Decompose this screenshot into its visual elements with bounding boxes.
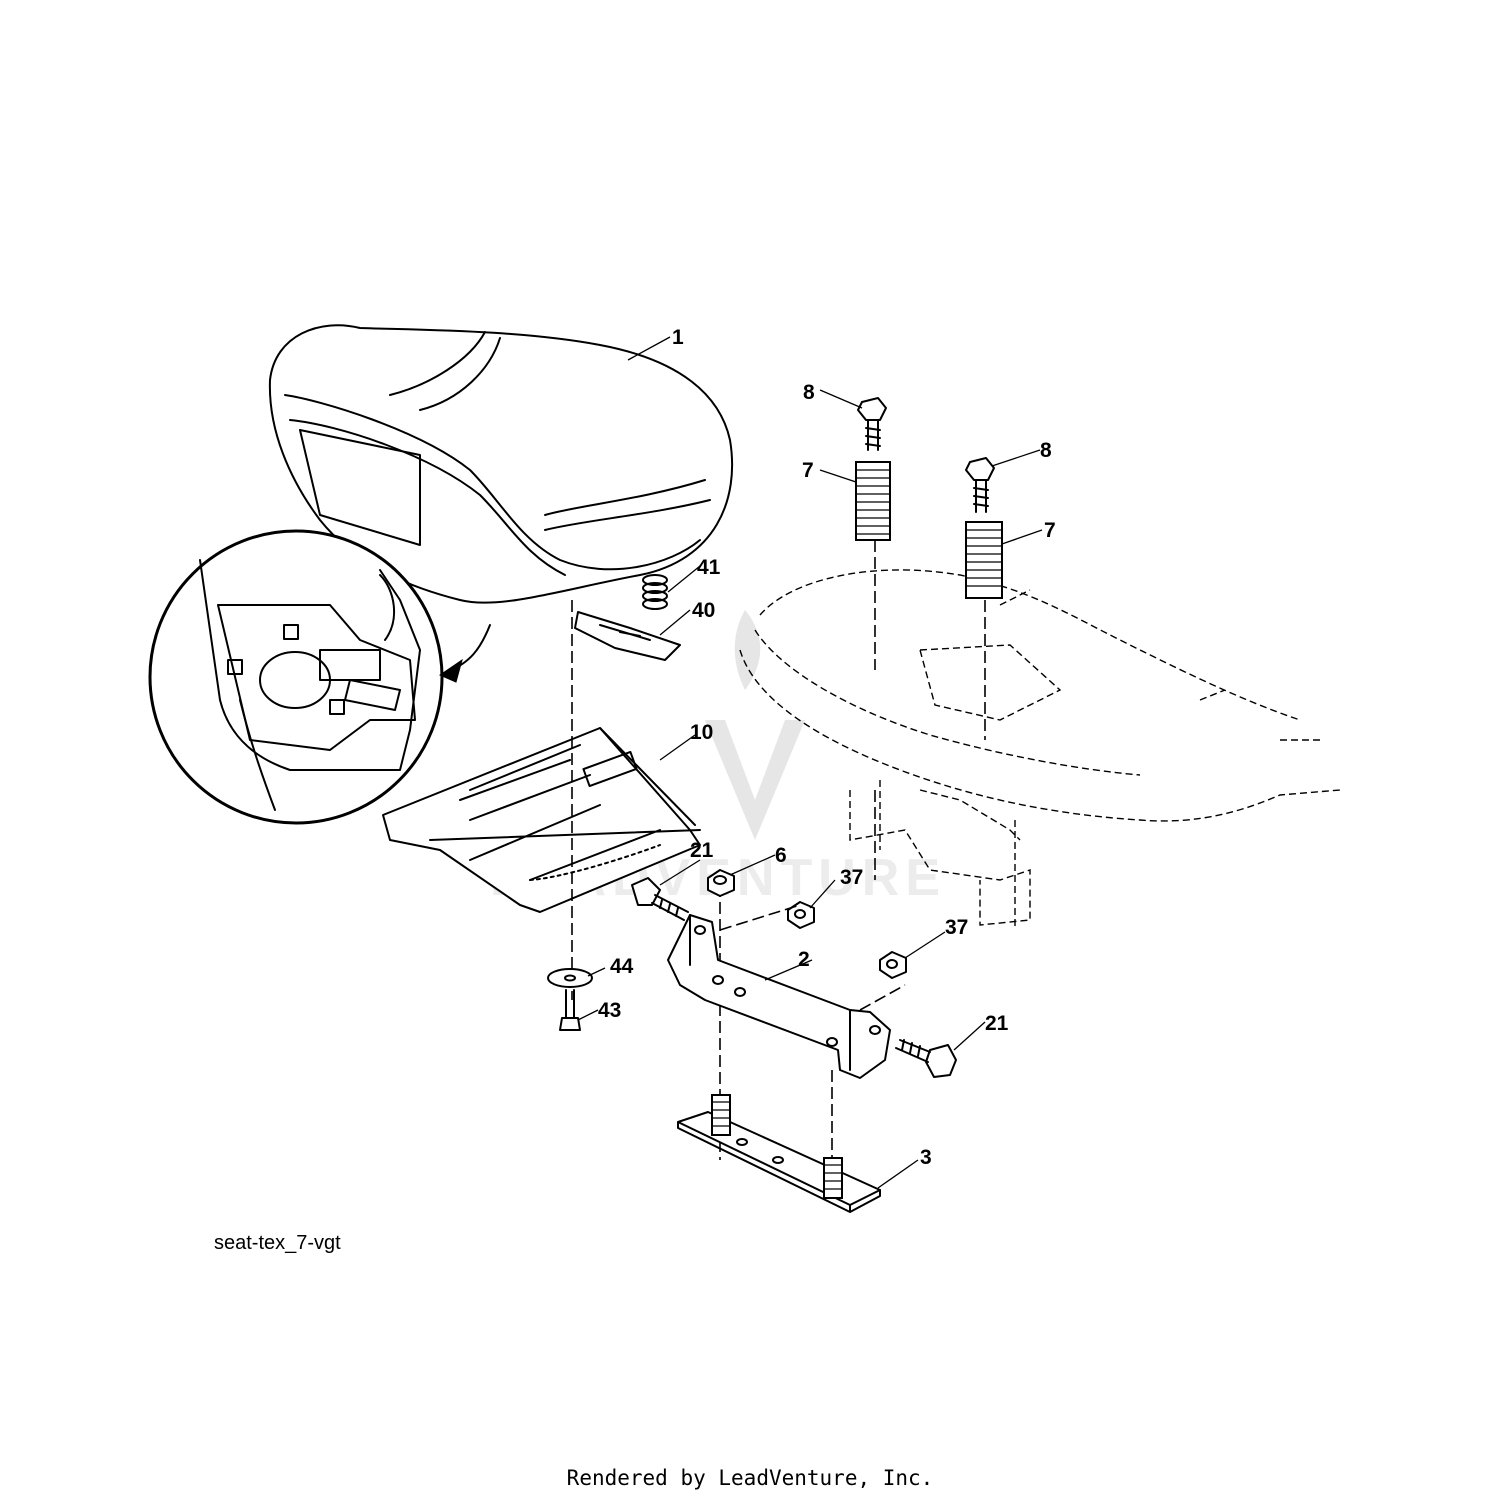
washer-44: [547, 968, 593, 988]
callout-41: 41: [697, 556, 721, 579]
spring-7-left: [855, 461, 891, 541]
callout-3: 3: [920, 1146, 932, 1169]
nut-37-upper: [787, 901, 815, 929]
leader-lines: [577, 336, 1043, 1189]
callout-37-upper: 37: [840, 866, 863, 889]
bolt-8-right: [965, 457, 995, 513]
bolt-21-right: [895, 1039, 957, 1078]
bracket-40: [574, 611, 681, 661]
detail-pointer-arrow: [438, 624, 491, 683]
bolt-21-left: [631, 877, 689, 921]
callouts: 1 8 8 7 7 41 40 10 21 6 37 37 2 44 43 21…: [598, 326, 1056, 1169]
bracket-2: [667, 914, 891, 1079]
bracket-centerlines: [719, 904, 906, 1011]
callout-7-right: 7: [1044, 519, 1056, 542]
spring-41: [642, 574, 668, 610]
callout-2: 2: [798, 948, 810, 971]
bolt-43: [559, 989, 581, 1031]
plate-3: [677, 1094, 881, 1213]
render-credit: Rendered by LeadVenture, Inc.: [566, 1466, 934, 1490]
callout-8-left: 8: [803, 381, 815, 404]
callout-37-lower: 37: [945, 916, 968, 939]
bolt-8-left: [857, 397, 887, 451]
callout-21-left: 21: [690, 839, 714, 862]
callout-10: 10: [690, 721, 713, 744]
callout-8-right: 8: [1040, 439, 1052, 462]
seat-pan-10: [382, 727, 701, 913]
callout-21-right: 21: [985, 1012, 1009, 1035]
seat: [268, 324, 734, 604]
diagram-code-label: seat-tex_7-vgt: [214, 1232, 341, 1254]
nut-37-lower: [879, 951, 907, 979]
frame-phantom: [739, 569, 1341, 930]
callout-1: 1: [672, 326, 684, 349]
callout-44: 44: [610, 955, 634, 978]
detail-circle-view: [148, 529, 444, 825]
callout-43: 43: [598, 999, 621, 1022]
callout-7-left: 7: [802, 459, 814, 482]
nut-6: [707, 869, 735, 897]
spring-7-right: [965, 521, 1003, 599]
callout-6: 6: [775, 844, 787, 867]
callout-40: 40: [692, 599, 715, 622]
